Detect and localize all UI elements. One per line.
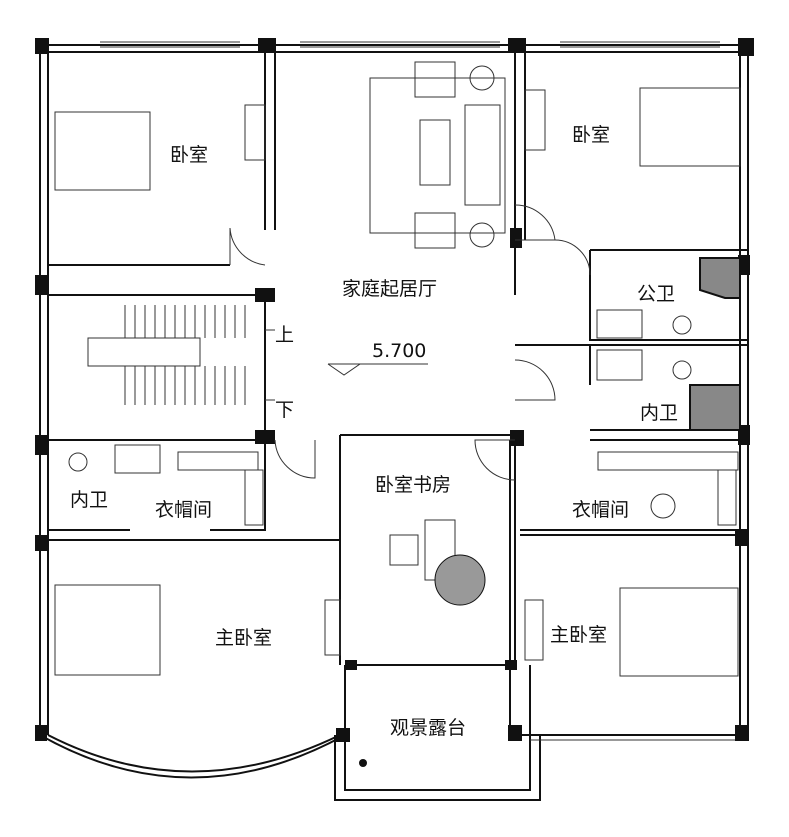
room-label-master-w: 主卧室 <box>215 627 273 649</box>
room-label-bedroom-nw: 卧室 <box>170 144 209 166</box>
room-label-public-bath: 公卫 <box>637 283 676 305</box>
stair-down-label: 下 <box>275 399 295 421</box>
room-label-closet-e: 衣帽间 <box>572 499 630 521</box>
interior-walls <box>48 45 748 735</box>
room-label-terrace: 观景露台 <box>390 717 467 739</box>
doors <box>229 204 591 481</box>
columns <box>35 38 754 742</box>
room-label-family-room: 家庭起居厅 <box>342 278 438 300</box>
outer-walls <box>39 41 749 801</box>
room-label-master-e: 主卧室 <box>550 624 608 646</box>
staircase <box>87 305 275 405</box>
elevation-marker <box>327 363 428 376</box>
room-label-inner-bath-e: 内卫 <box>640 402 679 424</box>
stair-up-label: 上 <box>275 324 295 346</box>
room-label-bedroom-ne: 卧室 <box>572 124 611 146</box>
furniture <box>54 61 741 767</box>
room-label-closet-w: 衣帽间 <box>155 499 213 521</box>
room-label-study: 卧室书房 <box>375 474 452 496</box>
room-label-inner-bath-w: 内卫 <box>70 489 109 511</box>
elevation-label: 5.700 <box>372 340 427 362</box>
